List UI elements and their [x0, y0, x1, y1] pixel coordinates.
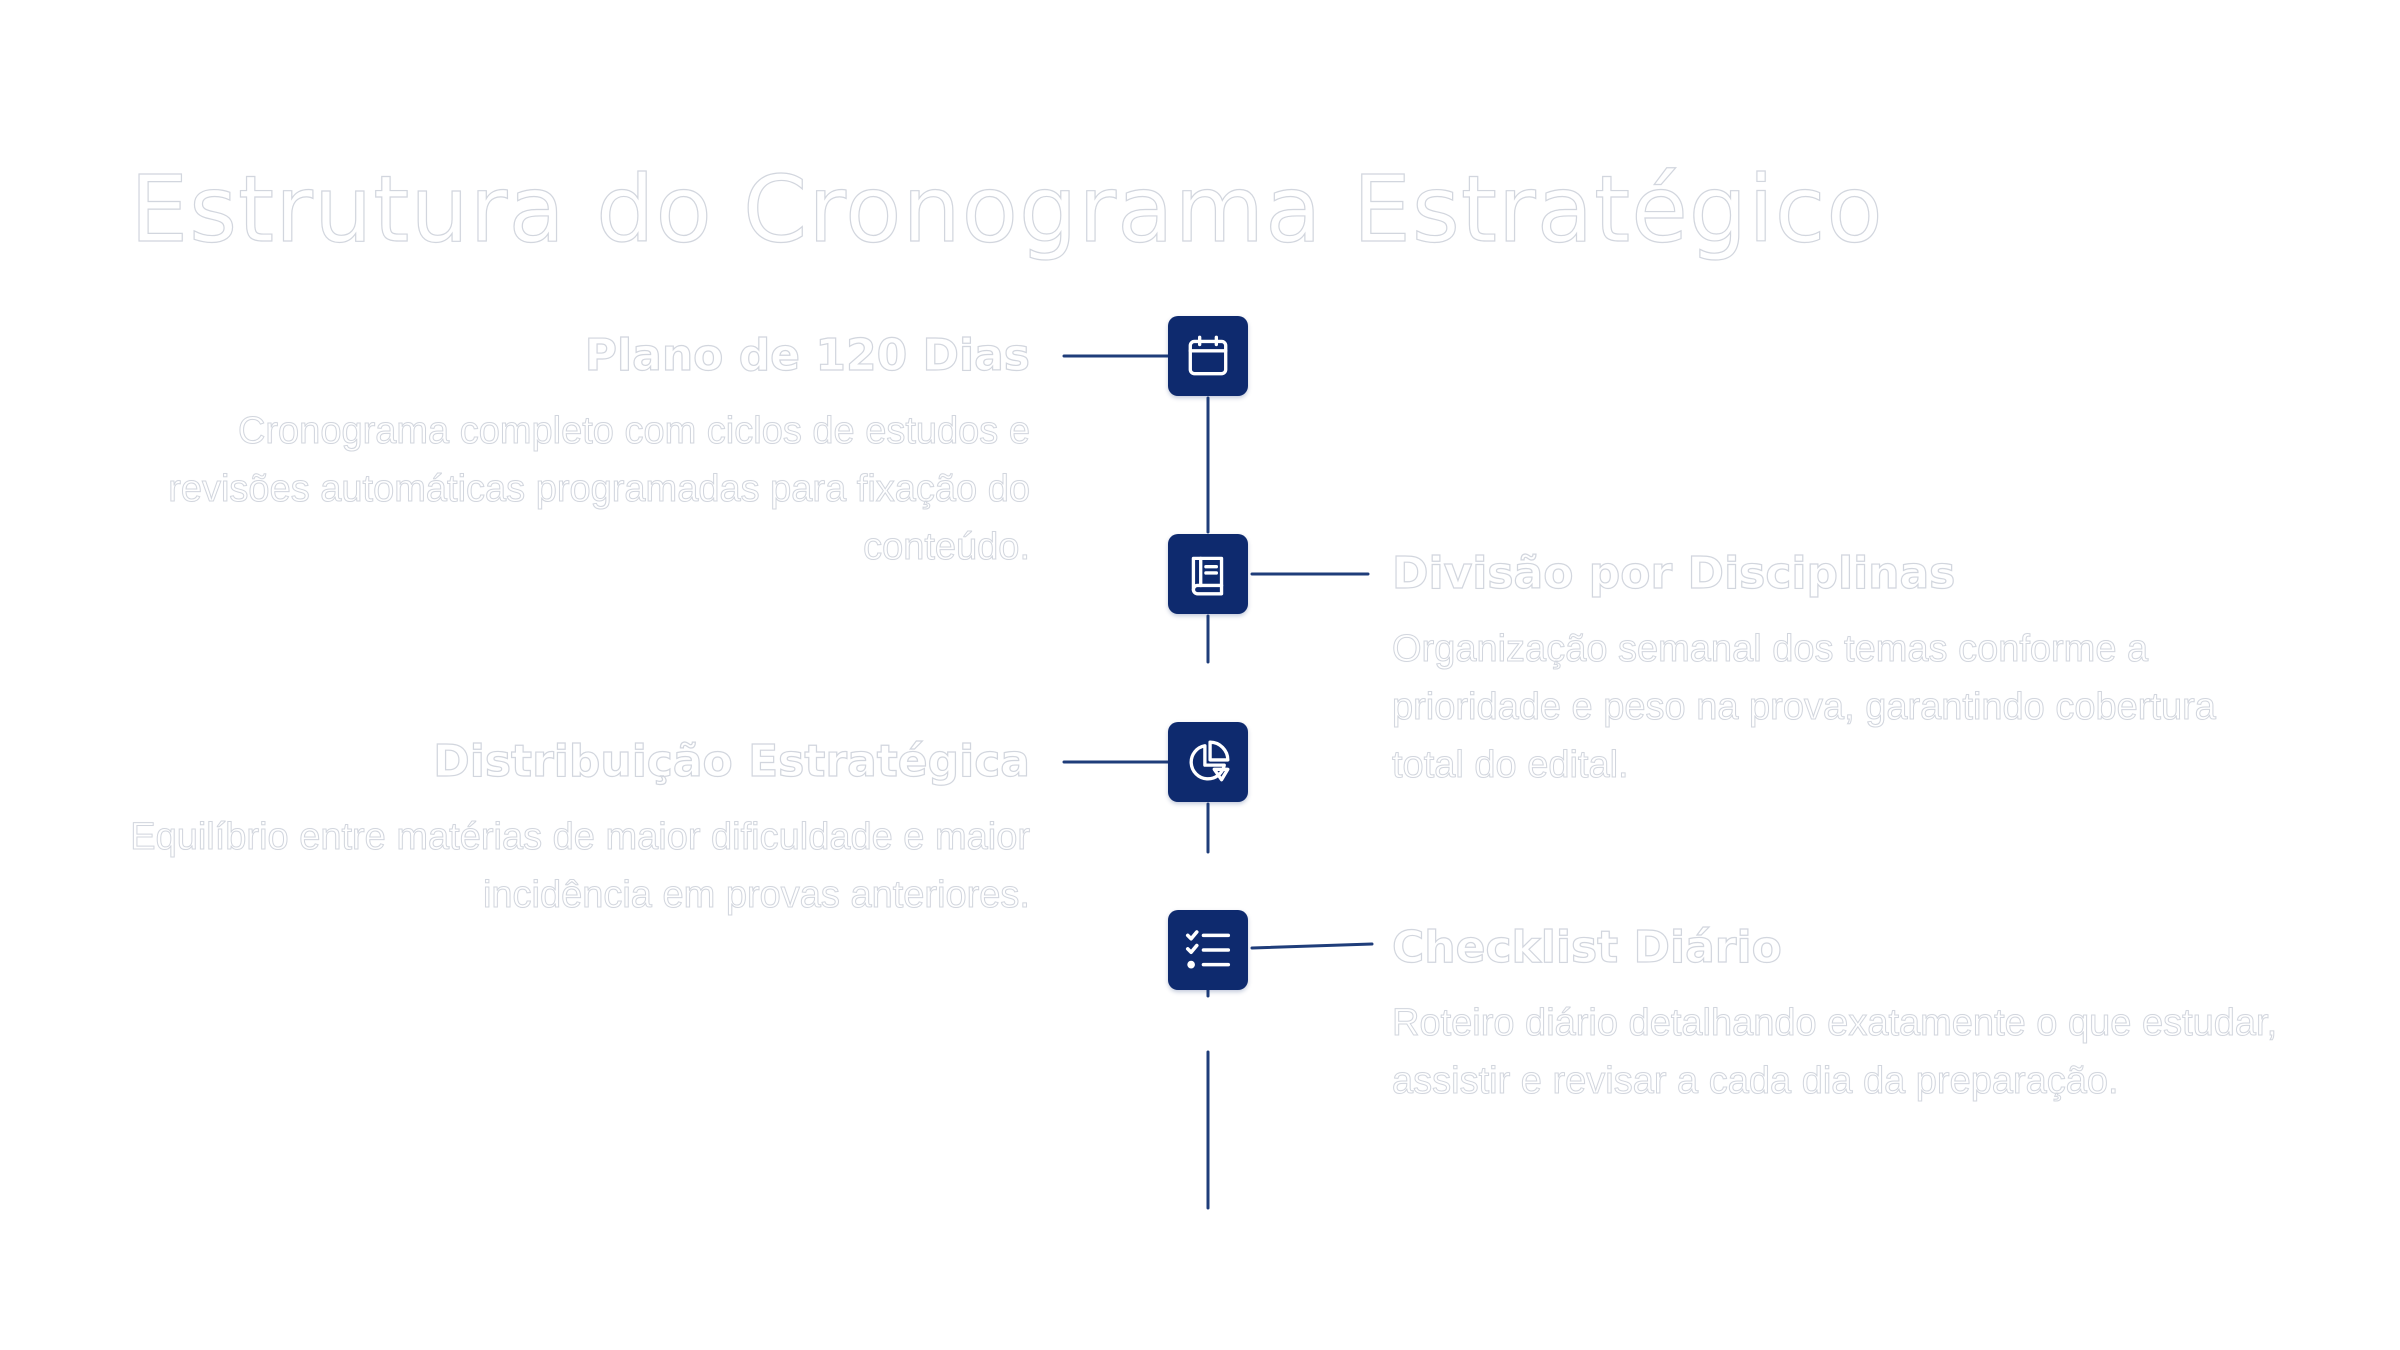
timeline-entry-divisao: Divisão por Disciplinas Organização sema…	[1391, 544, 2297, 794]
icon-box-distribuicao	[1168, 722, 1248, 802]
entry-heading: Distribuição Estratégica	[433, 735, 1031, 787]
page-title: Estrutura do Cronograma Estratégico	[129, 155, 1884, 263]
entry-description: Roteiro diário detalhando exatamente o q…	[1392, 1002, 2278, 1103]
connector-checklist	[1250, 942, 1374, 950]
book-icon	[1191, 556, 1224, 596]
checklist-icon	[1185, 930, 1231, 969]
icon-box-plano	[1168, 316, 1248, 396]
entry-heading: Plano de 120 Dias	[584, 329, 1030, 381]
entry-description: Organização semanal dos temas conforme a…	[1392, 628, 2217, 787]
icon-box-checklist	[1168, 910, 1248, 990]
pie-chart-icon	[1189, 740, 1230, 782]
icon-box-divisao	[1168, 534, 1248, 614]
timeline-entry-checklist: Checklist Diário Roteiro diário detalhan…	[1391, 918, 2297, 1110]
entry-heading: Divisão por Disciplinas	[1391, 547, 1956, 599]
timeline-entry-plano: Plano de 120 Dias Cronograma completo co…	[125, 326, 1031, 576]
entry-description: Cronograma completo com ciclos de estudo…	[168, 410, 1031, 569]
calendar-icon	[1188, 335, 1228, 376]
entry-description: Equilíbrio entre matérias de maior dific…	[130, 816, 1031, 917]
timeline-entry-distribuicao: Distribuição Estratégica Equilíbrio entr…	[125, 732, 1031, 924]
entry-heading: Checklist Diário	[1391, 921, 1782, 973]
